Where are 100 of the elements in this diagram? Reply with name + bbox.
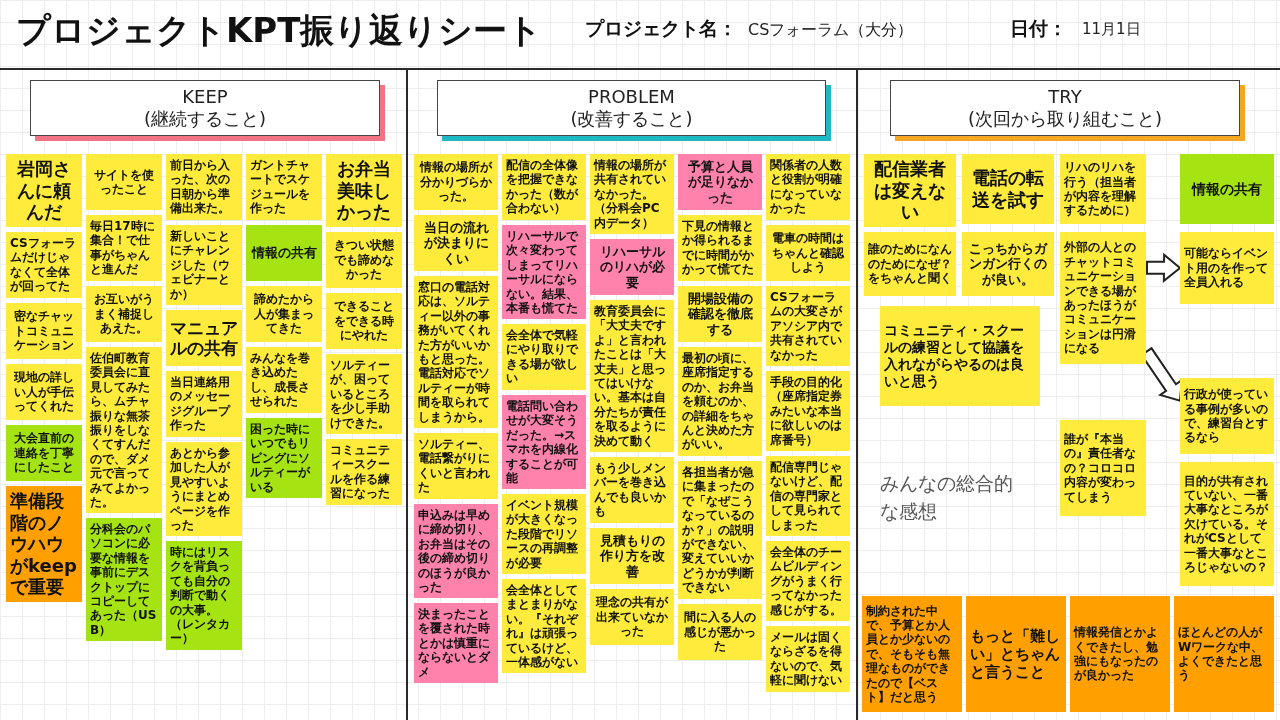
note-text: 決まったことを覆された時とかは慎重にならないとダメ bbox=[418, 607, 492, 679]
sticky-note bbox=[766, 286, 850, 366]
sticky-note bbox=[326, 154, 402, 227]
section-label: みんなの総合的な感想 bbox=[880, 471, 1014, 524]
field-value: 11月1日 bbox=[1082, 20, 1141, 39]
column-header-card bbox=[30, 80, 385, 141]
heading-text: KEEP bbox=[182, 85, 228, 108]
note-text: 理念の共有が出来ていなかった bbox=[594, 595, 670, 639]
field-label: 日付： bbox=[1010, 16, 1067, 41]
sticky-note bbox=[246, 154, 322, 220]
sticky-note bbox=[6, 303, 82, 359]
sticky-note bbox=[766, 541, 850, 621]
note-text: 準備段階のノウハウがkeepで重要 bbox=[10, 490, 78, 598]
page-title: プロジェクトKPT振り返りシート bbox=[16, 9, 543, 52]
sticky-note bbox=[678, 215, 762, 281]
heading-text: PROBLEM bbox=[588, 85, 675, 108]
note-text: 当日連絡用のメッセージグループ作った bbox=[170, 375, 232, 433]
note-text: メールは固くならざるを得ないので、気軽に聞けない bbox=[770, 630, 843, 688]
field-label: プロジェクト名： bbox=[585, 16, 737, 41]
sticky-note bbox=[414, 215, 498, 271]
note-text: 下見の情報とか得られるまでに時間がかかって慌てた bbox=[682, 219, 755, 277]
sticky-note bbox=[862, 596, 962, 712]
sticky-note bbox=[86, 347, 162, 514]
sticky-note bbox=[1060, 420, 1146, 516]
sticky-note bbox=[962, 154, 1054, 224]
sticky-note bbox=[414, 504, 498, 599]
sticky-note bbox=[1180, 378, 1274, 454]
note-text: 会全体としてまとまりがない。『それぞれ』は頑張っているけど、一体感がない bbox=[506, 583, 580, 670]
note-text: 困った時にいつでもリビングにソルティーがいる bbox=[250, 422, 312, 494]
sticky-note bbox=[166, 225, 242, 305]
sticky-note bbox=[502, 395, 586, 490]
sticky-note bbox=[246, 418, 322, 498]
note-text: こっちからガンガン行くのが良い。 bbox=[968, 240, 1049, 288]
sticky-note bbox=[962, 232, 1054, 296]
sticky-note bbox=[86, 286, 162, 342]
note-text: 電話の転送を試す bbox=[971, 167, 1045, 211]
note-text: 情報の共有 bbox=[251, 245, 317, 261]
heading-text: TRY bbox=[1048, 85, 1082, 108]
note-text: 見積もりの作り方を改善 bbox=[598, 532, 666, 580]
note-text: リハのリハを行う（担当者が内容を理解するために） bbox=[1064, 160, 1137, 218]
sticky-note bbox=[678, 347, 762, 456]
note-text: リハーサルのリハが必要 bbox=[598, 243, 666, 291]
note-text: 窓口の電話対応は、ソルティー以外の事務がいてくれた方がいいかもと思った。電話対応でソルティーが時間を取られてしまうから。 bbox=[418, 280, 491, 424]
sticky-note bbox=[502, 154, 586, 220]
note-text: 毎日17時に集合！で仕事がちゃんと進んだ bbox=[90, 219, 156, 277]
sticky-note bbox=[166, 154, 242, 220]
note-text: 前日から入った、次の日朝から準備出来た。 bbox=[170, 158, 231, 216]
sticky-note bbox=[246, 225, 322, 281]
sticky-note bbox=[590, 239, 674, 295]
sticky-note bbox=[414, 433, 498, 499]
sticky-note bbox=[414, 154, 498, 210]
note-text: 配信の全体像を把握できなかった（数が合わない） bbox=[506, 158, 580, 216]
note-text: 会全体で気軽にやり取りできる場が欲しい bbox=[506, 328, 580, 386]
note-text: 外部の人とのチャットコミュニケーションできる場があったほうがコミュニケーションは円滑になる bbox=[1064, 240, 1138, 356]
note-text: 分科会のパソコンに必要な情報を事前にデスクトップにコピーしてあった（USB） bbox=[90, 522, 158, 638]
sticky-note bbox=[678, 604, 762, 660]
note-text: 各担当者が急に集まったので「なぜこうなっているのか？」の説明ができない、変えていいかどうかが判断できない bbox=[682, 465, 755, 595]
note-text: 電車の時間はちゃんと確認しよう bbox=[771, 231, 845, 275]
column-header-card bbox=[890, 80, 1245, 141]
sticky-note bbox=[502, 494, 586, 574]
note-text: もう少しメンバーを巻き込んでも良いかも bbox=[594, 461, 667, 519]
note-text: 佐伯町教育委員会に直見してみたら、ムチャ振りな無茶振りをしなくてすんだので、ダメ元で言ってみてよかった。 bbox=[90, 351, 151, 510]
sticky-note bbox=[1180, 154, 1274, 224]
sticky-note bbox=[678, 286, 762, 342]
sticky-note bbox=[166, 310, 242, 366]
sticky-note bbox=[766, 456, 850, 536]
sticky-note bbox=[166, 442, 242, 537]
note-text: できることをできる時にやれた bbox=[333, 299, 395, 343]
sticky-note bbox=[326, 232, 402, 288]
sticky-note bbox=[502, 225, 586, 320]
subheading-text: (改善すること) bbox=[570, 108, 693, 131]
note-text: リハーサルで次々変わってしまってリハーサルにならない。結果、本番も慌てた bbox=[506, 229, 580, 316]
sticky-note bbox=[678, 154, 762, 210]
note-text: みんなを巻き込めたし、成長させられた bbox=[250, 351, 311, 409]
sticky-note bbox=[326, 439, 402, 505]
note-text: 予算と人員が足りなかった bbox=[686, 158, 754, 206]
sticky-note bbox=[1174, 596, 1274, 712]
note-text: 最初の頃に、座席指定するのか、お弁当を頼むのか、の詳細をちゃんと決めた方がいい。 bbox=[682, 351, 755, 452]
note-text: サイトを使ったこと bbox=[93, 167, 155, 197]
note-text: 開場設備の確認を徹底する bbox=[686, 290, 754, 338]
note-text: 情報の場所が共有されていなかった。（分科会PC内データ） bbox=[594, 158, 668, 230]
sticky-note bbox=[1180, 462, 1274, 586]
sticky-note bbox=[166, 541, 242, 650]
note-text: きつい状態でも諦めなかった bbox=[333, 238, 395, 282]
note-text: イベント規模が大きくなった段階でリソースの再調整が必要 bbox=[506, 498, 579, 570]
note-text: 密なチャットコミュニケーション bbox=[13, 309, 75, 353]
subheading-text: (継続すること) bbox=[143, 108, 266, 131]
note-text: ソルティー、電話繋がりにくいと言われた bbox=[418, 437, 491, 495]
sticky-note bbox=[590, 300, 674, 452]
note-text: 大会直前の連絡を丁寧にしたこと bbox=[13, 431, 75, 475]
note-text: 誰が『本当の』責任者なの？コロコロ内容が変わってしまう bbox=[1064, 432, 1137, 504]
sticky-note bbox=[6, 364, 82, 420]
note-text: あとから参加した人が見やすいようにまとめページを作った bbox=[170, 446, 232, 533]
sticky-note bbox=[766, 626, 850, 692]
sticky-note bbox=[86, 215, 162, 281]
note-text: ガントチャートでスケジュールを作った bbox=[250, 158, 311, 216]
sticky-note bbox=[678, 461, 762, 599]
note-text: 手段の目的化（座席指定券みたいな本当に欲しいのは席番号） bbox=[770, 375, 843, 447]
note-text: 諦めたから人が集まってきた bbox=[253, 292, 315, 336]
sticky-note bbox=[1070, 596, 1170, 712]
